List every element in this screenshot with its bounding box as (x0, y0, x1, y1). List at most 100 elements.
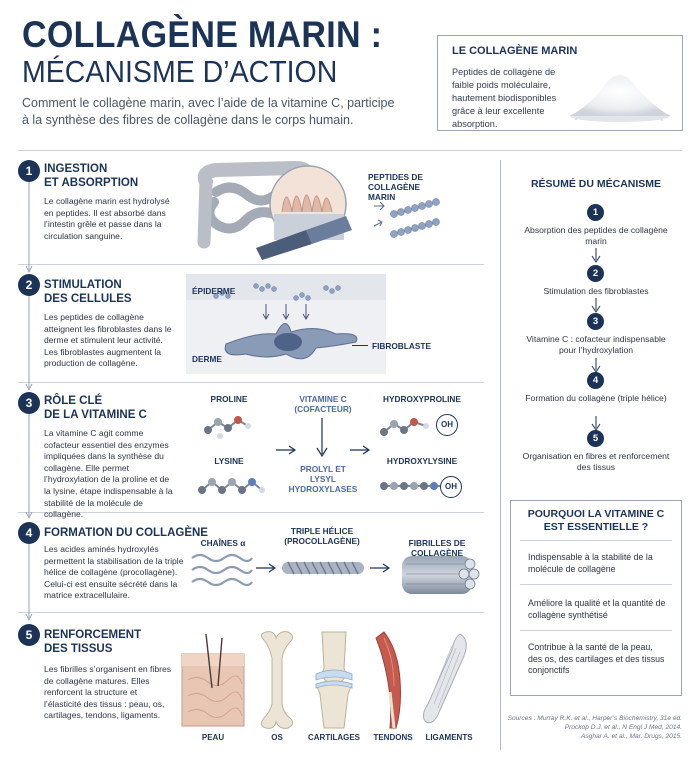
tissue-label-tendon: TENDONS (373, 733, 413, 742)
sources-line1: Sources : Murray R.K. et al., Harper’s B… (507, 715, 682, 722)
oh-group-badge: OH (440, 476, 462, 498)
triple-helix-illustration (282, 561, 364, 575)
summary-number-5: 5 (587, 430, 604, 447)
alpha-chains-illustration (191, 553, 253, 587)
tissue-label-cartilage: CARTILAGES (308, 733, 360, 742)
powder-pile-illustration (570, 75, 670, 122)
ligament-illustration (422, 633, 467, 724)
summary-number-4: 4 (587, 372, 604, 389)
why-vitamin-c-box (510, 500, 682, 696)
summary-number-2: 2 (587, 265, 604, 282)
vitamin-c-label-line1: VITAMINE C (299, 394, 347, 404)
why-box-separator (520, 540, 672, 541)
hydroxylysine-label: HYDROXYLYSINE (386, 456, 458, 466)
section-separator (18, 612, 484, 613)
tendon-illustration (375, 631, 401, 729)
hydroxylysine-molecule (380, 482, 440, 490)
step-3-number: 3 (18, 392, 40, 414)
step-5-title-line2: DES TISSUS (44, 643, 113, 655)
enzymes-label-line2: LYSYL (310, 474, 336, 484)
peptides-label: PEPTIDES DE COLLAGÈNE MARIN (368, 172, 423, 202)
intro-box-text: Peptides de collagène de faible poids mo… (452, 67, 557, 129)
summary-title: RÉSUMÉ DU MÉCANISME (530, 178, 662, 190)
peptide-chains-illustration (373, 198, 440, 238)
intestine-illustration (197, 160, 352, 260)
tissue-label-ligament: LIGAMENTS (425, 733, 473, 742)
epidermis-label: ÉPIDERME (192, 286, 236, 296)
why-box-separator (520, 584, 672, 585)
fibroblast-pointer (352, 345, 368, 346)
why-item-3: Contribue à la santé de la peau, des os,… (528, 642, 665, 675)
section-separator (18, 382, 484, 383)
hydroxyproline-label: HYDROXYPROLINE (383, 394, 461, 404)
summary-item-3: Vitamine C : cofacteur indispensable pou… (526, 334, 666, 355)
right-arrow-icon (350, 445, 371, 455)
summary-number-1: 1 (587, 204, 604, 221)
tissue-label-skin: PEAU (201, 733, 225, 742)
oh-group-badge: OH (436, 414, 458, 436)
column-divider (500, 160, 501, 750)
sources-line3: Asghar A. et al., Mar. Drugs, 2015. (580, 733, 682, 740)
step-3-title-line1: RÔLE CLÉ (44, 395, 103, 407)
step-1-number: 1 (18, 160, 40, 182)
summary-number-3: 3 (587, 313, 604, 330)
step-5-text: Les fibrilles s’organisent en fibres de … (44, 664, 172, 721)
step-2-text: Les peptides de collagène atteignent les… (44, 312, 172, 369)
step-3-text: La vitamine C agit comme cofacteur essen… (44, 428, 173, 520)
step-2-title-line1: STIMULATION (44, 279, 122, 291)
triple-helix-label-line1: TRIPLE HÉLICE (290, 526, 354, 536)
summary-item-2: Stimulation des fibroblastes (543, 286, 649, 296)
why-box-title-line1: POURQUOI LA VITAMINE C (527, 508, 665, 520)
page-subtitle: Comment le collagène marin, avec l’aide … (22, 96, 395, 127)
why-item-2: Améliore la qualité et la quantité de co… (528, 598, 666, 620)
step-4-text: Les acides aminés hydroxylés permettent … (44, 544, 184, 601)
section-separator (18, 512, 484, 513)
why-box-title-line2: EST ESSENTIELLE ? (543, 521, 649, 533)
intro-box (437, 35, 683, 131)
step-5-number: 5 (18, 624, 40, 646)
summary-item-4: Formation du collagène (triple hélice) (525, 393, 667, 403)
step-1-title-line2: ET ABSORPTION (44, 177, 139, 189)
step-1-text: Le collagène marin est hydrolysé en pept… (44, 196, 170, 241)
summary-item-1: Absorption des peptides de collagène mar… (524, 225, 668, 246)
step-3-title-line2: DE LA VITAMINE C (44, 409, 147, 421)
enzymes-label-line1: PROLYL ET (300, 464, 346, 474)
intro-box-title: LE COLLAGÈNE MARIN (452, 45, 578, 57)
skin-illustration (181, 633, 245, 727)
enzymes-label-line3: HYDROXYLASES (288, 484, 358, 494)
fibroblast-label: FIBROBLASTE (372, 341, 431, 351)
timeline-connector (25, 182, 33, 621)
hydroxyproline-molecule (380, 418, 429, 436)
down-arrow-icon (591, 248, 601, 263)
header-separator (18, 150, 682, 151)
step-1-title-line1: INGESTION (44, 163, 108, 175)
why-box-separator (520, 630, 672, 631)
down-arrow-icon (591, 298, 601, 313)
collagen-fibrils-illustration (402, 556, 480, 594)
proline-label: PROLINE (210, 394, 248, 404)
bone-illustration (260, 631, 294, 729)
section-separator (18, 264, 484, 265)
lysine-molecule (198, 478, 265, 494)
down-arrow-icon (316, 418, 328, 458)
page-title-line2: MÉCANISME D’ACTION (22, 54, 338, 89)
knee-cartilage-illustration (315, 631, 353, 729)
lysine-label: LYSINE (214, 456, 244, 466)
step-4-number: 4 (18, 522, 40, 544)
right-arrow-icon (276, 445, 297, 455)
tissue-label-bone: OS (271, 733, 283, 742)
why-item-1: Indispensable à la stabilité de la moléc… (528, 552, 653, 574)
triple-helix-label-line2: (PROCOLLAGÈNE) (284, 536, 360, 546)
summary-item-5: Organisation en fibres et renforcement d… (522, 451, 670, 472)
dermis-label: DERME (192, 354, 222, 364)
page-title-line1: COLLAGÈNE MARIN : (22, 14, 383, 55)
right-arrow-icon (256, 563, 277, 573)
right-arrow-icon (370, 563, 391, 573)
proline-molecule (204, 416, 251, 439)
step-4-title: FORMATION DU COLLAGÈNE (44, 527, 208, 539)
step-2-number: 2 (18, 274, 40, 296)
sources-line2: Prockop D.J. et al., N Engl J Med, 2014. (564, 724, 682, 731)
vitamin-c-label-line2: (COFACTEUR) (294, 404, 352, 414)
step-5-title-line1: RENFORCEMENT (44, 629, 142, 641)
fibrils-label: FIBRILLES DE COLLAGÈNE (408, 538, 466, 558)
